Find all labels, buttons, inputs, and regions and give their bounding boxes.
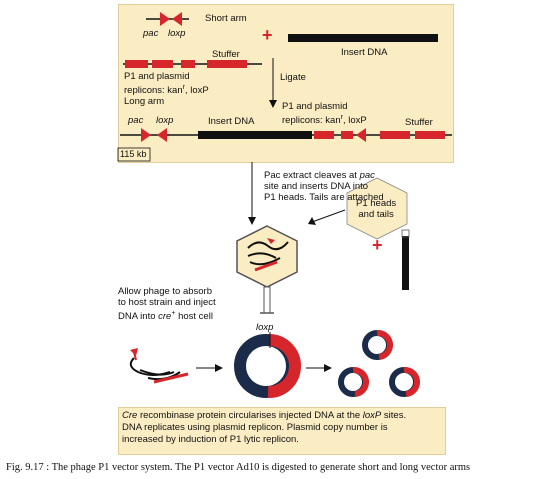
insert-dna-label-1: Insert DNA [341,47,388,58]
size-label: 115 kb [120,149,147,159]
plus-symbol: + [262,25,273,45]
stuffer-label-1: Stuffer [212,49,240,60]
phage-particle [236,225,298,314]
figure-caption: Fig. 9.17 : The phage P1 vector system. … [6,462,471,473]
pac-label-1: pac [143,28,159,39]
pac-extract-step: Pac extract cleaves at pac site and inse… [264,170,384,203]
loxp-label-3: loxp [256,322,274,333]
replicated-plasmids [338,329,420,397]
cre-recombinase-note: Cre recombinase protein circularises inj… [122,410,407,445]
p1-heads-hexagon [346,177,408,240]
pac-label-2: pac [128,115,144,126]
stuffer-label-2: Stuffer [405,117,433,128]
heads-tails-label: P1 heads and tails [356,198,397,220]
bottom-panel [118,407,446,455]
short-arm-label: Short arm [205,13,247,24]
circular-dna [234,332,301,398]
absorb-step: Allow phage to absorb to host strain and… [118,286,216,323]
p1-plasmid-label-1: P1 and plasmid replicons: kanr, loxP Lon… [124,71,209,108]
insert-dna-label-2: Insert DNA [208,116,255,127]
loxp-label-2: loxp [156,115,174,126]
loxp-label-1: loxp [168,28,186,39]
short-arm [146,12,189,26]
phage-tail-bar [402,236,409,290]
plus-symbol-2: + [372,235,383,255]
p1-plasmid-label-2: P1 and plasmid replicons: kanr, loxP [282,101,367,127]
insert-dna-bar [288,34,438,42]
ligated-construct [120,128,452,142]
injected-dna [129,348,189,384]
long-arm-fragment [123,60,262,68]
ligate-label: Ligate [280,72,306,83]
